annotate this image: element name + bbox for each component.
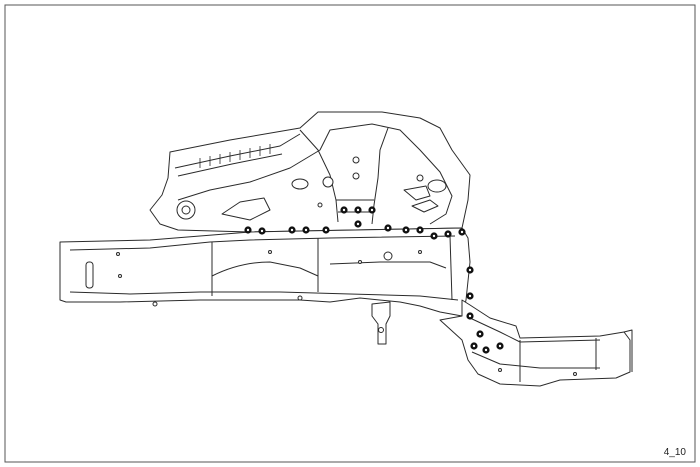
spot-weld-group (244, 206, 504, 354)
spot-weld-center (324, 228, 328, 232)
spot-weld-center (290, 228, 294, 232)
spot-weld-center (478, 332, 482, 336)
spot-weld-center (246, 228, 250, 232)
diagram-border (4, 4, 696, 463)
spot-weld-center (468, 314, 472, 318)
spot-weld-center (370, 208, 374, 212)
spot-weld-center (418, 228, 422, 232)
inner-panel-upper (149, 111, 471, 233)
spot-weld-center (484, 348, 488, 352)
spot-weld-center (472, 344, 476, 348)
frame-rail-main (59, 227, 471, 317)
spot-weld-center (468, 294, 472, 298)
spot-weld-center (356, 222, 360, 226)
spot-weld-center (460, 230, 464, 234)
figure-id-label: 4_10 (664, 447, 687, 458)
spot-weld-center (260, 229, 264, 233)
spot-weld-center (342, 208, 346, 212)
spot-weld-center (446, 232, 450, 236)
spot-weld-center (498, 344, 502, 348)
spot-weld-center (356, 208, 360, 212)
spot-weld-center (386, 226, 390, 230)
spot-weld-center (468, 268, 472, 272)
spot-weld-center (432, 234, 436, 238)
rear-rail-extension (371, 299, 633, 387)
spot-weld-center (304, 228, 308, 232)
spot-weld-center (404, 228, 408, 232)
